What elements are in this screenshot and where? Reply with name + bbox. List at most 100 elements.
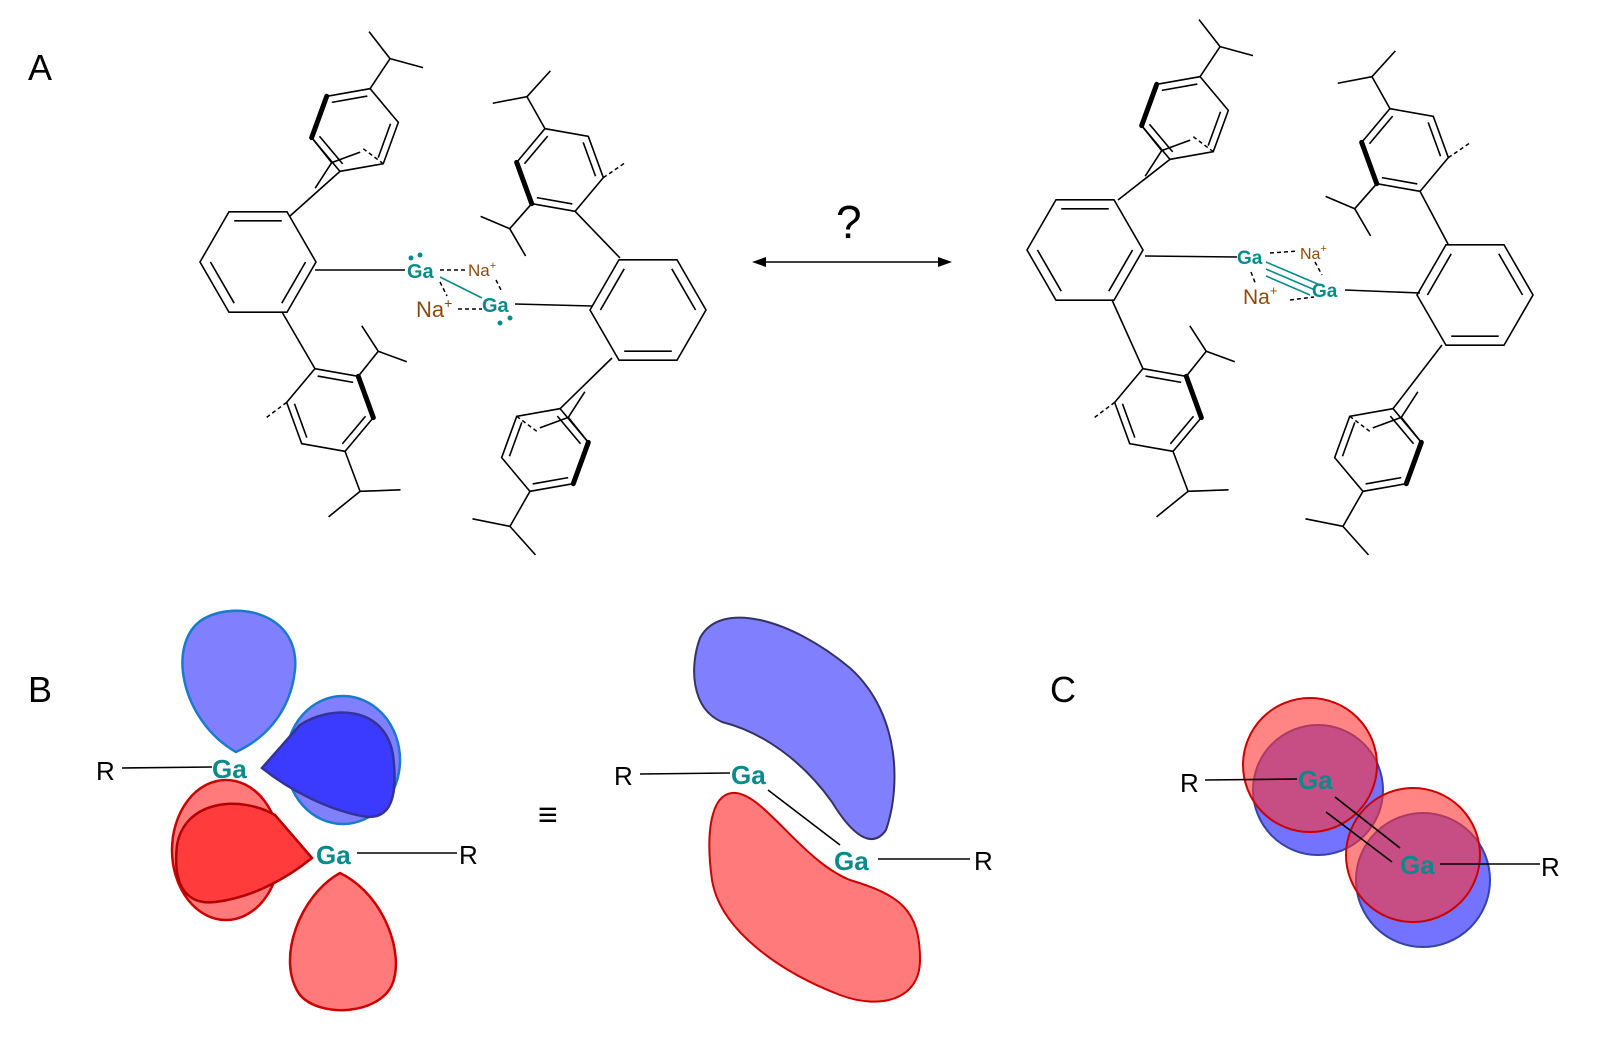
ortho-isopropyl [311,137,333,164]
wedge-bond [1139,81,1160,129]
question-mark: ? [836,196,862,248]
aromatic-double-bond [1498,253,1524,296]
aromatic-double-bond [1365,476,1402,485]
ortho-isopropyl [1325,195,1356,210]
aromatic-double-bond [1161,83,1198,92]
panel-label-b: B [28,669,52,710]
aryl-bond [281,311,316,370]
ortho-isopropyl [378,350,408,363]
wedge-bond [309,93,330,141]
para-isopropyl [526,70,551,98]
aromatic-double-bond [582,142,597,177]
panel-c-orbital-overlap: R Ga Ga R [1180,697,1560,948]
r-group: R [1180,768,1199,798]
para-isopropyl [526,96,546,130]
ortho-isopropyl [539,416,569,429]
ortho-isopropyl [567,416,589,443]
aromatic-double-bond [532,476,569,485]
para-isopropyl [1371,76,1391,110]
ortho-isopropyl [509,228,527,257]
para-isopropyl [509,490,531,527]
aromatic-double-bond [293,403,308,438]
aromatic-double-bond [671,268,697,311]
ortho-isopropyl [1354,183,1378,210]
para-isopropyl [1198,19,1221,48]
panel-label-c: C [1050,669,1076,710]
red-lobe-bottom [288,871,398,1012]
wedge-bond [514,159,535,207]
para-isopropyl [368,31,391,60]
para-isopropyl [1172,451,1189,492]
wedge-bond [570,439,591,487]
red-orbital [1242,697,1378,833]
r-group: R [459,840,478,870]
panel-b-orbital-lobes: R Ga Ga R [96,609,478,1012]
aromatic-double-bond [1207,111,1222,146]
para-isopropyl [472,518,511,528]
aromatic-double-bond [1427,122,1442,157]
aromatic-double-bond [523,135,549,165]
gallium-atom: Ga [407,261,435,283]
aromatic-double-bond [599,268,625,311]
r-group: R [974,846,993,876]
hashed-bond [1094,401,1116,418]
r-group: R [1541,852,1560,882]
aromatic-double-bond [317,375,354,384]
gallium-atom: Ga [1237,248,1263,269]
wedge-bond [1183,373,1204,421]
aryl-bond [1111,299,1144,369]
ortho-isopropyl [1161,139,1191,152]
red-hybrid-lobe [174,802,314,904]
red-orbital [1345,787,1481,923]
equivalence-symbol: ≡ [538,796,558,834]
gallium-atom: Ga [212,754,247,784]
aromatic-double-bond [1341,422,1356,457]
ortho-isopropyl [1206,350,1236,363]
aromatic-double-bond [209,261,235,304]
aryl-bond [559,357,613,410]
aromatic-double-bond [331,95,368,104]
gallium-atom: Ga [1312,281,1338,302]
gallium-atom: Ga [482,295,510,317]
r-group: R [96,756,115,786]
para-isopropyl [328,490,361,518]
para-isopropyl [369,58,391,90]
aryl-bond [289,170,341,217]
gallium-atom: Ga [1400,850,1435,880]
wedge-bond [355,373,376,421]
ortho-isopropyl [1354,208,1372,237]
ortho-isopropyl [1400,391,1419,418]
aromatic-double-bond [508,422,523,457]
para-isopropyl [344,451,361,492]
para-isopropyl [1219,45,1254,57]
aromatic-double-bond [1426,253,1452,296]
aromatic-double-bond [341,415,367,445]
para-isopropyl [1342,490,1364,527]
aryl-bond [574,210,621,259]
ortho-isopropyl [1372,416,1402,429]
ortho-isopropyl [1400,416,1422,443]
r-group: R [614,761,633,791]
red-pi-lobe [708,791,922,1003]
ortho-isopropyl [1144,150,1163,177]
ortho-isopropyl [357,350,379,377]
sodium-ion: Na+ [468,260,496,280]
ortho-isopropyl [509,203,533,230]
aryl-bond [1419,190,1449,245]
right-ga2na2-core: Ga Ga Na+ Na+ [1144,243,1421,309]
ortho-isopropyl [314,162,333,189]
aromatic-double-bond [1108,249,1134,292]
central-benzene-ring [589,258,707,362]
ortho-isopropyl [1185,350,1207,377]
aromatic-double-bond [1368,115,1394,145]
wedge-bond [1359,139,1380,187]
aromatic-double-bond [1169,415,1195,445]
equilibrium-arrow [752,257,952,267]
para-isopropyl [360,489,401,493]
aromatic-double-bond [1121,403,1136,438]
para-isopropyl [389,57,424,69]
aromatic-double-bond [1145,375,1182,384]
left-ga2na2-core: Ga Ga Na+ Na+ [315,252,593,326]
aromatic-double-bond [536,196,573,205]
